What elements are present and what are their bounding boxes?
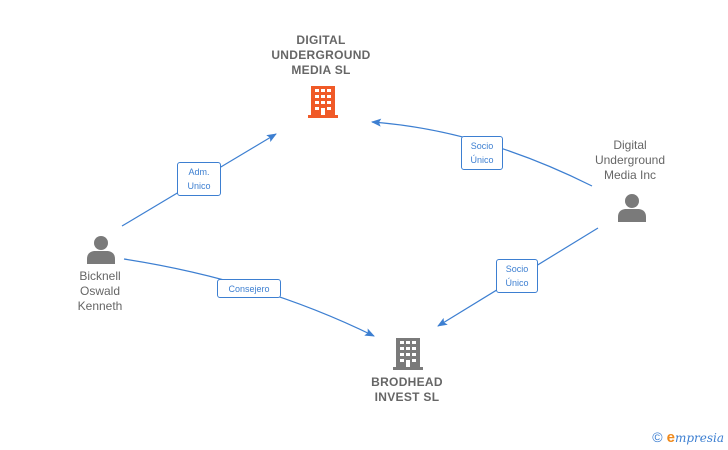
- edge-label-socio-unico-top: Socio Único: [461, 136, 503, 170]
- person-label-digital-underground-media-inc[interactable]: Digital Underground Media Inc: [584, 138, 676, 183]
- label-line: BRODHEAD: [371, 375, 443, 389]
- label-line: Oswald: [79, 284, 120, 298]
- label-line: Digital: [613, 138, 647, 152]
- label-line: INVEST SL: [374, 390, 440, 404]
- label-line: UNDERGROUND: [271, 48, 371, 62]
- label-line: Underground: [594, 153, 666, 167]
- company-label-digital-underground-media-sl[interactable]: DIGITAL UNDERGROUND MEDIA SL: [246, 33, 396, 78]
- edge-label-line: Consejero: [228, 284, 270, 294]
- edge-label-consejero: Consejero: [217, 279, 281, 298]
- label-line: Bicknell: [79, 269, 121, 283]
- edge-label-socio-unico-bottom: Socio Único: [496, 259, 538, 293]
- edge-label-line: Unico: [187, 181, 211, 191]
- company-label-brodhead-invest-sl[interactable]: BRODHEAD INVEST SL: [346, 375, 468, 405]
- label-line: MEDIA SL: [291, 63, 351, 77]
- person-icon[interactable]: [617, 192, 647, 222]
- edge-label-line: Único: [505, 278, 529, 288]
- edge-label-line: Socio: [505, 264, 529, 274]
- building-icon[interactable]: [392, 336, 424, 370]
- label-line: Media Inc: [603, 168, 657, 182]
- person-icon[interactable]: [86, 234, 116, 264]
- edge-label-line: Adm.: [188, 167, 210, 177]
- label-line: DIGITAL: [296, 33, 346, 47]
- label-line: Kenneth: [77, 299, 123, 313]
- person-label-bicknell-oswald-kenneth[interactable]: Bicknell Oswald Kenneth: [54, 269, 146, 314]
- building-icon-highlighted[interactable]: [307, 84, 339, 118]
- edge-label-adm-unico: Adm. Unico: [177, 162, 221, 196]
- copyright-symbol: ©: [652, 429, 663, 445]
- edge-label-line: Socio: [470, 141, 494, 151]
- edge-label-line: Único: [470, 155, 494, 165]
- footer-brand: ©empresia: [652, 429, 724, 446]
- brand-logo-initial: e: [666, 429, 675, 446]
- brand-logo-text: mpresia: [674, 431, 724, 445]
